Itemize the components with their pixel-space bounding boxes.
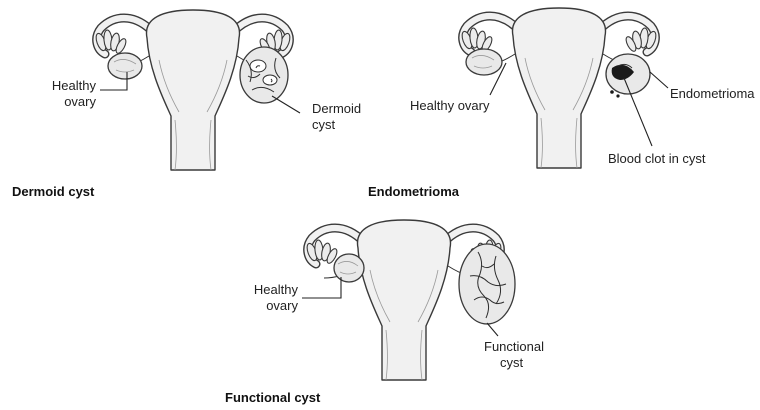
label-endometrioma: Endometrioma bbox=[670, 86, 755, 101]
healthy-ovary-functional bbox=[334, 254, 364, 282]
title-endometrioma: Endometrioma bbox=[368, 184, 460, 199]
title-dermoid: Dermoid cyst bbox=[12, 184, 95, 199]
healthy-ovary-endometrioma bbox=[466, 49, 502, 75]
leader-dermoid bbox=[272, 96, 300, 113]
label-healthy-functional-2: ovary bbox=[266, 298, 298, 313]
label-dermoid-2: cyst bbox=[312, 117, 336, 132]
label-healthy-endometrioma: Healthy ovary bbox=[410, 98, 490, 113]
leader-functional bbox=[487, 323, 498, 336]
panel-dermoid: Healthy ovary Dermoid cyst Dermoid cyst bbox=[12, 10, 361, 199]
functional-cyst bbox=[459, 244, 515, 324]
label-blood-clot: Blood clot in cyst bbox=[608, 151, 706, 166]
label-healthy-dermoid-2: ovary bbox=[64, 94, 96, 109]
label-healthy-dermoid-1: Healthy bbox=[52, 78, 97, 93]
label-healthy-functional-1: Healthy bbox=[254, 282, 299, 297]
leader-endometrioma bbox=[650, 72, 668, 88]
leader-healthy-functional bbox=[302, 277, 341, 298]
panel-endometrioma: Healthy ovary Endometrioma Blood clot in… bbox=[368, 8, 755, 199]
label-dermoid-1: Dermoid bbox=[312, 101, 361, 116]
dermoid-cyst bbox=[240, 47, 288, 103]
label-functional-2: cyst bbox=[500, 355, 524, 370]
title-functional: Functional cyst bbox=[225, 390, 321, 405]
label-functional-1: Functional bbox=[484, 339, 544, 354]
panel-functional: Healthy ovary Functional cyst Functional… bbox=[225, 220, 544, 405]
healthy-ovary-dermoid bbox=[108, 53, 142, 79]
endometrioma-cyst bbox=[606, 54, 650, 98]
